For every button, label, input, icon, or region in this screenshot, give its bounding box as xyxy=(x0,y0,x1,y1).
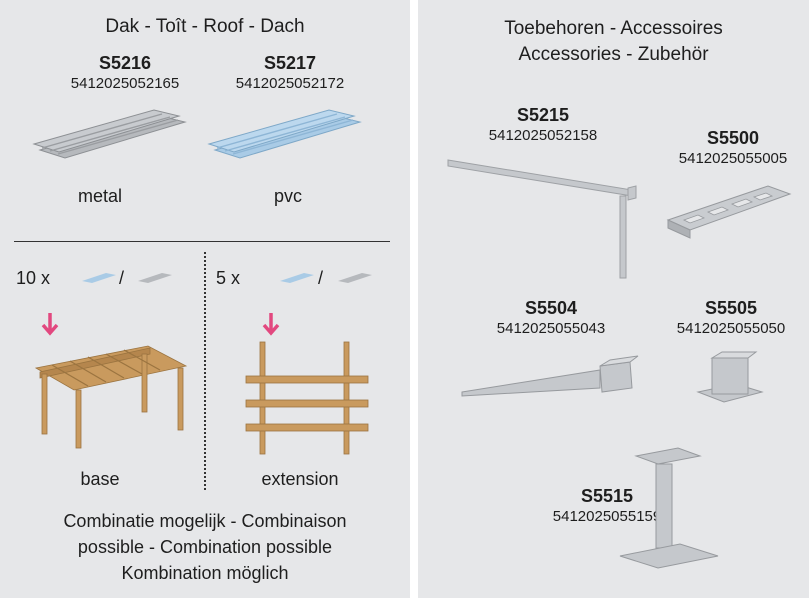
accessories-title-line-2: Accessories - Zubehör xyxy=(518,44,709,65)
adjustable-post-support-image xyxy=(619,447,719,569)
s5505-code: S5505 xyxy=(704,298,758,318)
roof-metal-label: metal xyxy=(77,186,122,206)
base-qty: 10 x xyxy=(16,268,51,288)
s5515-code: S5515 xyxy=(580,486,634,506)
combination-line-3: Kombination möglich xyxy=(121,563,289,583)
pvc-roof-sheets-image xyxy=(207,109,362,159)
s5500-ean: 5412025055005 xyxy=(678,150,788,167)
extension-slash: / xyxy=(318,268,324,288)
gutter-image xyxy=(447,159,637,279)
s5505-ean: 5412025055050 xyxy=(676,320,786,337)
down-arrow-icon xyxy=(262,313,280,336)
roof-panel: Dak - Toît - Roof - Dach S5216 541202505… xyxy=(0,0,410,598)
roof-title: Dak - Toît - Roof - Dach xyxy=(105,16,305,37)
metal-sheet-icon xyxy=(138,273,172,283)
roof-metal-ean: 5412025052165 xyxy=(70,75,180,92)
base-slash: / xyxy=(119,268,125,288)
metal-roof-sheets-image xyxy=(32,109,187,159)
kit-divider xyxy=(204,252,206,490)
combination-line-2: possible - Combination possible xyxy=(77,537,333,557)
down-arrow-icon xyxy=(41,313,59,336)
metal-sheet-icon xyxy=(338,273,372,283)
s5515-ean: 5412025055159 xyxy=(552,508,662,525)
post-base-plate-image xyxy=(696,351,764,403)
roof-pvc-code: S5217 xyxy=(263,53,317,73)
accessories-panel: Toebehoren - Accessoires Accessories - Z… xyxy=(418,0,809,598)
connector-bracket-image xyxy=(666,185,792,239)
s5504-ean: 5412025055043 xyxy=(496,320,606,337)
pvc-sheet-icon xyxy=(280,273,314,283)
combination-line-1: Combinatie mogelijk - Combinaison xyxy=(63,511,347,531)
extension-label: extension xyxy=(261,469,339,489)
roof-metal-code: S5216 xyxy=(98,53,152,73)
section-divider xyxy=(14,241,390,242)
s5504-code: S5504 xyxy=(524,298,578,318)
carport-base-image xyxy=(34,345,188,449)
accessories-title-line-1: Toebehoren - Accessoires xyxy=(504,18,723,39)
roof-pvc-ean: 5412025052172 xyxy=(235,75,345,92)
extension-qty: 5 x xyxy=(216,268,241,288)
s5215-ean: 5412025052158 xyxy=(488,127,598,144)
base-label: base xyxy=(80,469,120,489)
ground-spike-image xyxy=(461,355,639,397)
s5500-code: S5500 xyxy=(706,128,760,148)
s5215-code: S5215 xyxy=(516,105,570,125)
pvc-sheet-icon xyxy=(82,273,116,283)
carport-extension-image xyxy=(245,341,369,455)
roof-pvc-label: pvc xyxy=(273,186,302,206)
